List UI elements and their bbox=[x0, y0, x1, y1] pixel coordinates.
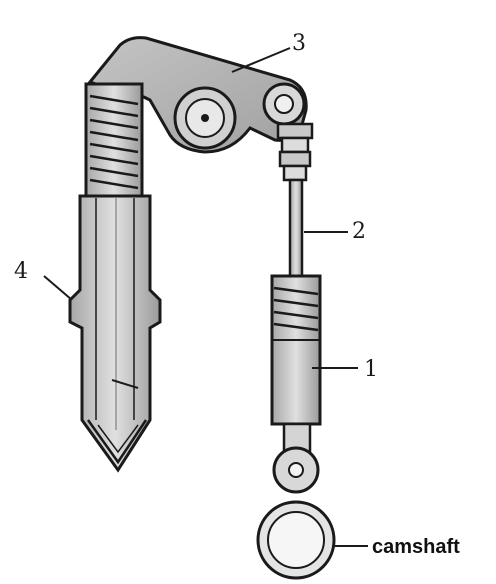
label-injector: 4 bbox=[14, 259, 28, 284]
push-rod bbox=[276, 122, 314, 278]
leader-lines bbox=[43, 47, 368, 547]
injector bbox=[68, 82, 162, 473]
camshaft bbox=[256, 500, 336, 580]
label-plunger: 1 bbox=[364, 357, 378, 382]
label-rocker-arm: 3 bbox=[292, 31, 306, 56]
label-camshaft: camshaft bbox=[372, 536, 460, 558]
injector-spring bbox=[89, 94, 139, 190]
leader-3 bbox=[231, 47, 291, 73]
plunger-spring bbox=[273, 286, 319, 332]
leader-4 bbox=[43, 275, 73, 301]
label-push-rod: 2 bbox=[352, 219, 366, 244]
plunger bbox=[270, 274, 322, 494]
